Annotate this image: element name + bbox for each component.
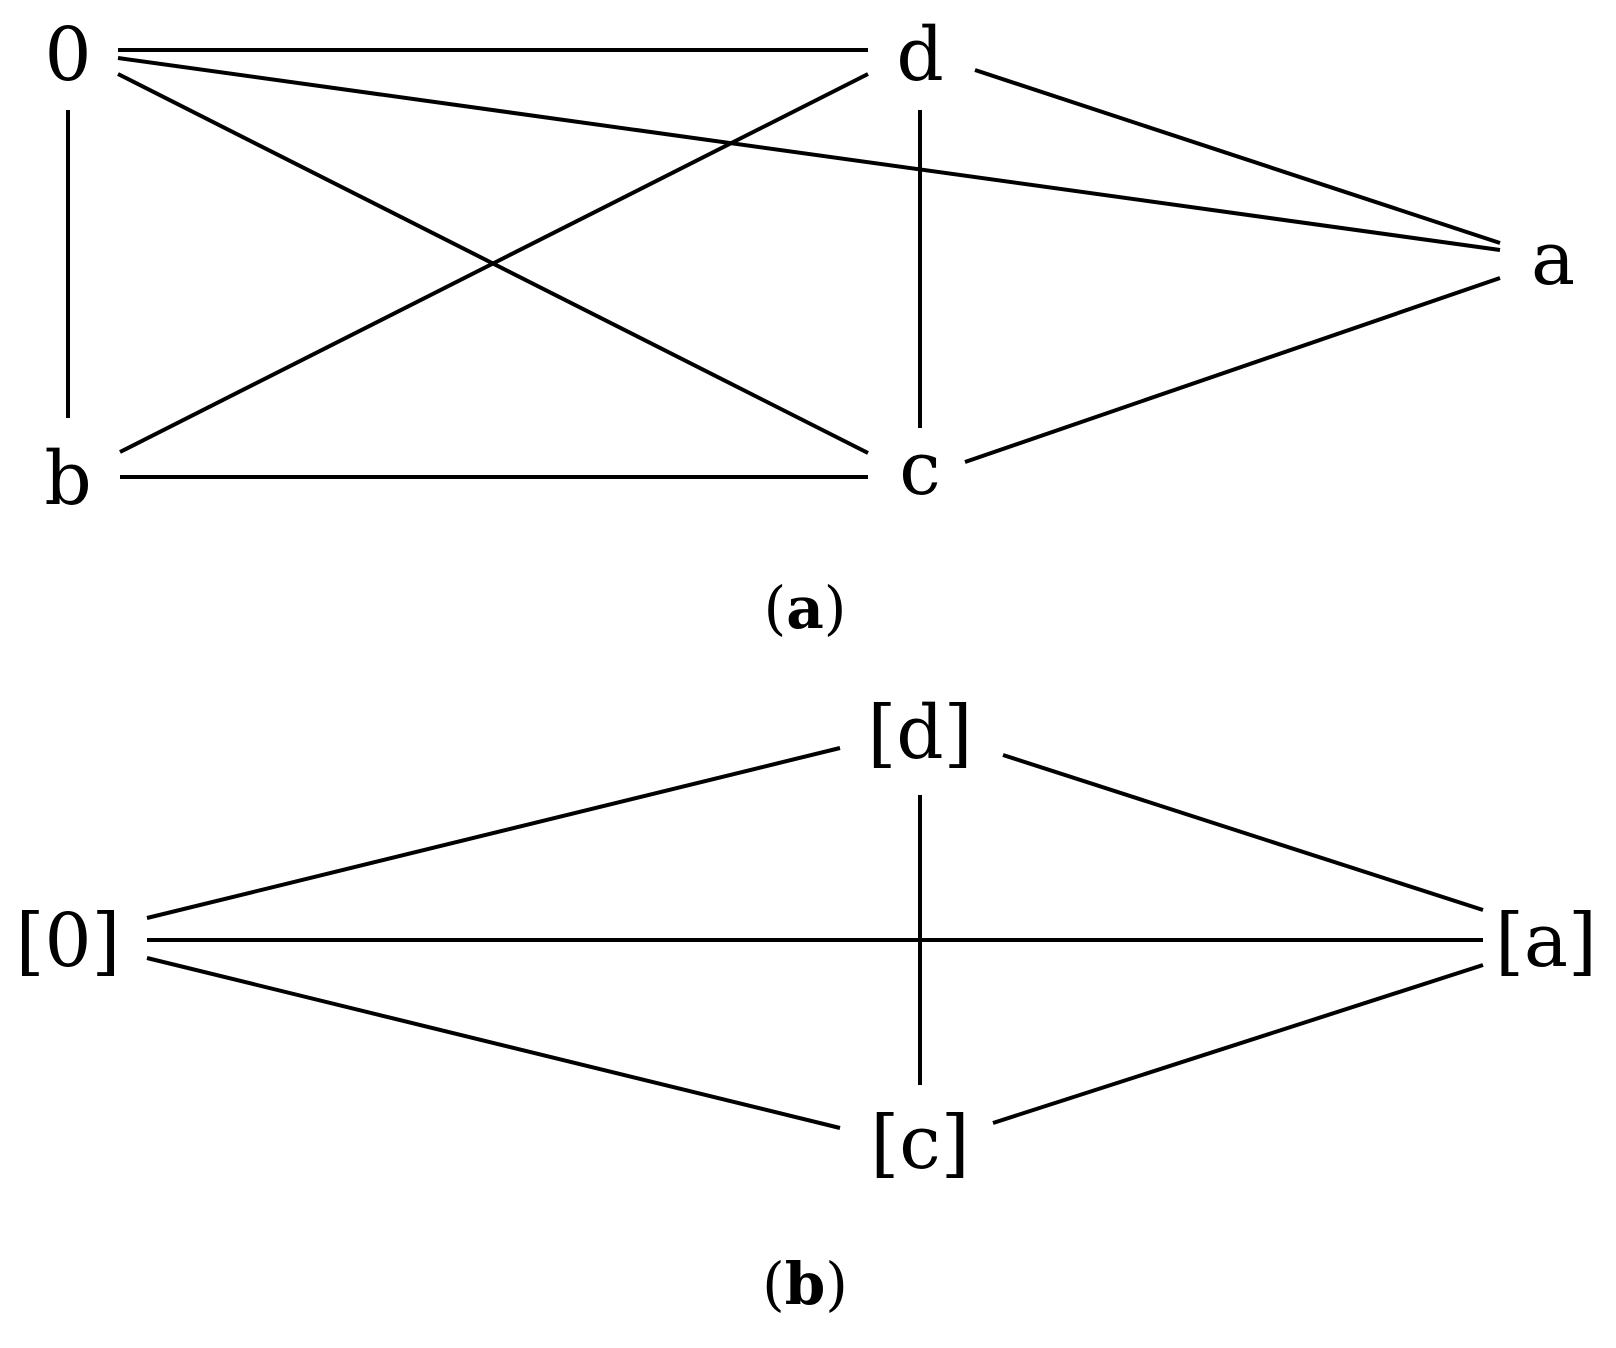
node-b-0: [0] — [16, 898, 121, 984]
edge-a-0-a — [117, 56, 1501, 252]
caption-b-open: ( — [762, 1250, 785, 1318]
caption-a-open: ( — [764, 574, 787, 642]
node-a-a: a — [1531, 216, 1575, 302]
node-a-b: b — [44, 436, 91, 522]
edge-a-d-b — [119, 72, 869, 454]
node-b-c: [c] — [870, 1100, 969, 1186]
edge-b-d-a — [1002, 753, 1484, 912]
caption-a-letter: a — [786, 574, 824, 642]
node-a-d: d — [896, 12, 943, 98]
node-a-0: 0 — [44, 12, 91, 98]
caption-b-letter: b — [785, 1250, 826, 1318]
caption-b-close: ) — [825, 1250, 848, 1318]
edge-b-c-a — [992, 963, 1484, 1125]
caption-b: (b) — [762, 1250, 848, 1318]
caption-a: (a) — [764, 574, 847, 642]
edge-b-0-d — [146, 746, 841, 920]
node-b-d: [d] — [867, 690, 972, 776]
diagram-a: 0 d a b c (a) — [44, 12, 1575, 642]
node-a-c: c — [899, 426, 940, 512]
edge-a-d-a — [974, 68, 1501, 245]
node-b-a: [a] — [1495, 898, 1597, 984]
edge-a-c-a — [964, 276, 1501, 464]
diagram-b: [d] [0] [a] [c] (b) — [16, 690, 1597, 1318]
caption-a-close: ) — [824, 574, 847, 642]
edge-b-0-c — [146, 956, 841, 1130]
